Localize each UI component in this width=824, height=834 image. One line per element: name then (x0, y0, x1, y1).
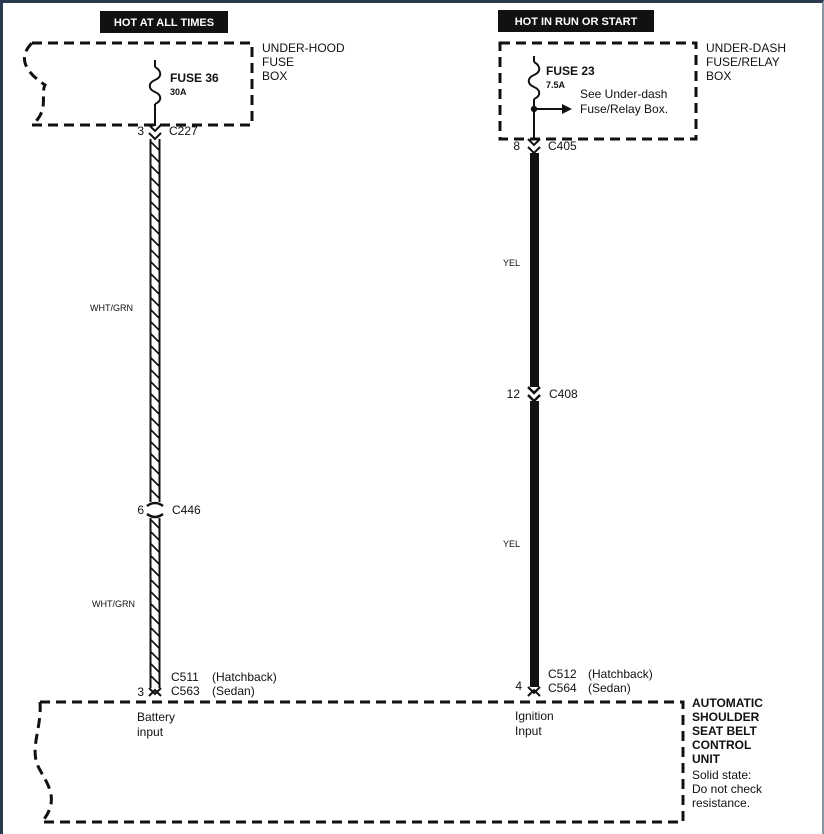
wire-color-label-lower-right: YEL (503, 539, 520, 549)
c511-connector-symbol (148, 687, 162, 696)
c512-connector-symbol (527, 686, 541, 695)
under-dash-box-label-2: FUSE/RELAY (706, 55, 780, 69)
control-unit-box (33, 700, 685, 824)
ignition-input-label-2: Input (515, 724, 542, 738)
c408-pin: 12 (507, 387, 521, 401)
c405-connector-symbol (527, 138, 541, 147)
fuse-36-symbol (148, 60, 162, 126)
wire-color-label-upper-left: WHT/GRN (90, 303, 133, 313)
hot-at-all-times-label: HOT AT ALL TIMES (114, 17, 214, 29)
c511-label: C511 (171, 670, 199, 684)
c227-label: C227 (169, 124, 198, 138)
fuse-36-label: FUSE 36 (170, 71, 219, 85)
c563-label: C563 (171, 684, 200, 698)
under-hood-box-label-2: FUSE (262, 55, 294, 69)
fuse-23-label: FUSE 23 (546, 64, 595, 78)
control-unit-title-5: UNIT (692, 752, 721, 766)
c405-label: C405 (548, 139, 577, 153)
right-circuit: HOT IN RUN OR START UNDER-DASH FUSE/RELA… (498, 10, 786, 738)
hot-in-run-header (498, 10, 654, 32)
yel-wire-lower (530, 401, 539, 687)
see-note-1: See Under-dash (580, 87, 667, 101)
under-hood-box-label-3: BOX (262, 69, 287, 83)
under-dash-fuse-relay-box (498, 41, 698, 141)
ignition-input-label-1: Ignition (515, 709, 554, 723)
under-dash-box-label-1: UNDER-DASH (706, 41, 786, 55)
fuse-23-rating: 7.5A (546, 80, 566, 90)
control-unit-note-1: Solid state: (692, 768, 751, 782)
c511-pin: 3 (137, 685, 144, 699)
c227-pin: 3 (137, 124, 144, 138)
wire-color-label-lower-left: WHT/GRN (92, 599, 135, 609)
control-unit-title-1: AUTOMATIC (692, 696, 763, 710)
battery-input-label-1: Battery (137, 710, 175, 724)
fuse-36-rating: 30A (170, 87, 187, 97)
wht-grn-wire-lower (149, 518, 161, 688)
under-dash-box-label-3: BOX (706, 69, 731, 83)
hot-in-run-label: HOT IN RUN OR START (515, 16, 638, 28)
c405-pin: 8 (513, 139, 520, 153)
c512-pin: 4 (515, 679, 522, 693)
control-unit-title-2: SHOULDER (692, 710, 760, 724)
yel-wire-upper (530, 153, 539, 387)
control-unit: AUTOMATIC SHOULDER SEAT BELT CONTROL UNI… (33, 696, 763, 824)
c564-label: C564 (548, 681, 577, 695)
wht-grn-wire-upper (149, 139, 161, 502)
control-unit-note-2: Do not check (692, 782, 763, 796)
see-note-2: Fuse/Relay Box. (580, 102, 668, 116)
c563-note: (Sedan) (212, 684, 255, 698)
c408-connector-symbol (527, 386, 541, 395)
c511-note: (Hatchback) (212, 670, 277, 684)
under-hood-fuse-box (23, 41, 254, 127)
c512-label: C512 (548, 667, 577, 681)
control-unit-title-3: SEAT BELT (692, 724, 758, 738)
c446-label: C446 (172, 503, 201, 517)
wire-color-label-upper-right: YEL (503, 258, 520, 268)
c446-pin: 6 (137, 503, 144, 517)
c512-note: (Hatchback) (588, 667, 653, 681)
under-hood-box-label-1: UNDER-HOOD (262, 41, 345, 55)
hot-at-all-times-header (100, 11, 228, 33)
c446-connector-symbol (146, 501, 164, 508)
branch-arrow-icon (562, 104, 572, 114)
c227-connector-symbol (148, 124, 162, 133)
fuse-23-symbol (527, 56, 572, 140)
left-circuit: HOT AT ALL TIMES UNDER-HOOD FUSE BOX FUS… (23, 11, 345, 739)
control-unit-note-3: resistance. (692, 796, 750, 810)
battery-input-label-2: input (137, 725, 164, 739)
control-unit-title-4: CONTROL (692, 738, 751, 752)
c408-label: C408 (549, 387, 578, 401)
c564-note: (Sedan) (588, 681, 631, 695)
